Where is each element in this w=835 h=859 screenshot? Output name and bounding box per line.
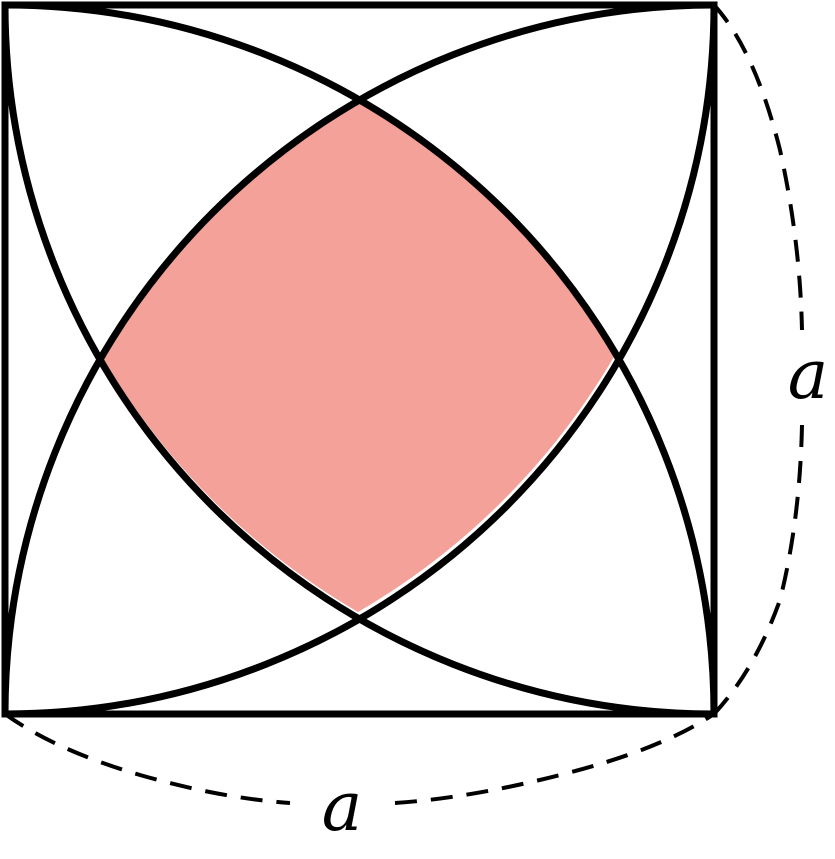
right-dimension-dashed-arc-bottom xyxy=(712,424,804,716)
arc-centered-top-left xyxy=(4,4,718,718)
right-dimension-dashed-arc-top xyxy=(712,3,804,331)
right-side-label: a xyxy=(788,336,829,415)
arc-centered-bottom-left xyxy=(4,1,718,715)
shaded-center-region xyxy=(101,99,615,612)
arc-centered-bottom-right xyxy=(1,1,715,715)
arc-centered-top-right xyxy=(1,4,715,718)
bottom-dimension-dashed-arc-right xyxy=(394,712,716,805)
bottom-dimension-dashed-arc xyxy=(3,712,291,805)
bottom-side-label: a xyxy=(322,768,363,847)
square-outline xyxy=(1,1,718,718)
